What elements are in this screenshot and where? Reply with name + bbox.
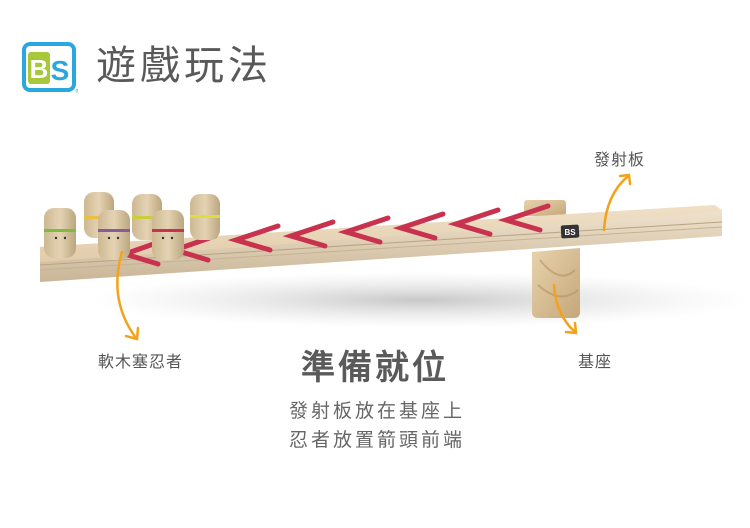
step-line-2: 忍者放置箭頭前端 — [288, 429, 465, 451]
label-launcher: 發射板 — [594, 150, 646, 169]
logo-b: B — [30, 54, 49, 84]
step-title: 準備就位 — [301, 348, 449, 388]
cork-ninjas — [44, 192, 220, 260]
pointer-arrows — [116, 173, 632, 341]
step-description: 發射板放在基座上 忍者放置箭頭前端 — [0, 397, 750, 455]
svg-text:®: ® — [75, 88, 78, 94]
svg-text:BS: BS — [564, 228, 576, 237]
brand-logo: B S ® — [22, 42, 80, 95]
step-line-1: 發射板放在基座上 — [288, 400, 465, 422]
page-title: 遊戲玩法 — [96, 43, 272, 89]
logo-s: S — [51, 55, 70, 86]
label-cork-ninjas: 軟木塞忍者 — [98, 352, 184, 371]
pointer-ninja — [116, 250, 138, 340]
board-bs-mark — [560, 224, 580, 239]
pointer-launcher — [602, 174, 630, 232]
label-base: 基座 — [578, 352, 613, 371]
pointer-base — [552, 283, 577, 334]
base-block — [532, 248, 580, 318]
